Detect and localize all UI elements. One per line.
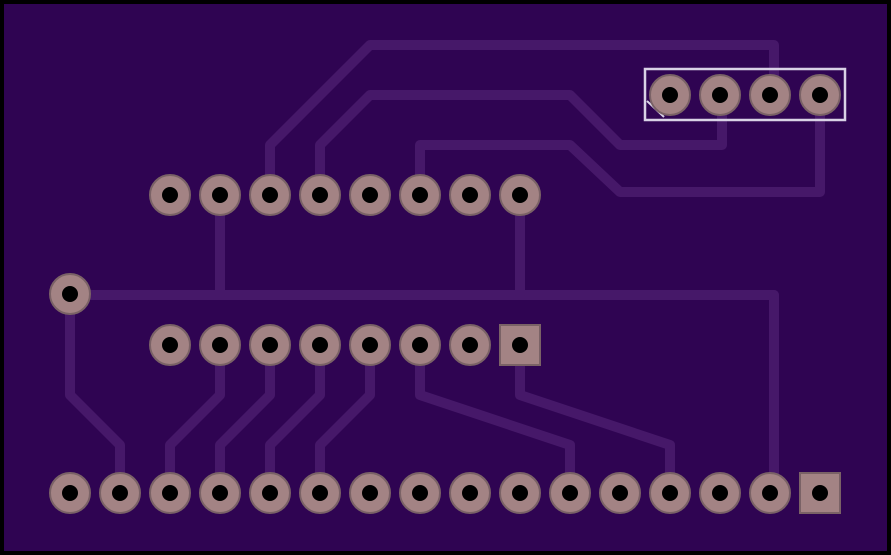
drill-hole xyxy=(662,87,678,103)
drill-hole xyxy=(412,485,428,501)
drill-hole xyxy=(162,485,178,501)
connector-4pin-pad xyxy=(749,74,791,116)
dip16-top-row-pad xyxy=(349,174,391,216)
connector-4pin-pad xyxy=(799,74,841,116)
drill-hole xyxy=(362,485,378,501)
drill-hole xyxy=(112,485,128,501)
header-16pin-pad xyxy=(99,472,141,514)
dip16-top-row-pad xyxy=(149,174,191,216)
drill-hole xyxy=(312,187,328,203)
single-pad-pad xyxy=(49,273,91,315)
drill-hole xyxy=(212,337,228,353)
trace xyxy=(415,340,575,498)
connector-4pin-pad xyxy=(699,74,741,116)
dip16-bottom-row-pad xyxy=(299,324,341,366)
dip16-top-row-pad xyxy=(499,174,541,216)
drill-hole xyxy=(712,87,728,103)
drill-hole xyxy=(62,485,78,501)
trace xyxy=(265,40,779,200)
drill-hole xyxy=(262,485,278,501)
drill-hole xyxy=(362,187,378,203)
drill-hole xyxy=(462,485,478,501)
drill-hole xyxy=(312,485,328,501)
drill-hole xyxy=(412,187,428,203)
trace xyxy=(215,340,275,498)
header-16pin-pad xyxy=(349,472,391,514)
drill-hole xyxy=(812,87,828,103)
header-16pin-pad xyxy=(399,472,441,514)
drill-hole xyxy=(512,187,528,203)
dip16-bottom-row-pad xyxy=(399,324,441,366)
drill-hole xyxy=(712,485,728,501)
drill-hole xyxy=(812,485,828,501)
header-16pin-pad xyxy=(449,472,491,514)
header-16pin-pad xyxy=(149,472,191,514)
trace xyxy=(265,340,325,498)
header-16pin-pad xyxy=(249,472,291,514)
trace xyxy=(315,340,375,498)
header-16pin-pad xyxy=(749,472,791,514)
drill-hole xyxy=(312,337,328,353)
drill-hole xyxy=(262,187,278,203)
header-16pin-pad xyxy=(199,472,241,514)
dip16-bottom-row-pad xyxy=(449,324,491,366)
connector-silkscreen-outline xyxy=(643,67,847,122)
drill-hole xyxy=(262,337,278,353)
drill-hole xyxy=(762,485,778,501)
header-16pin-pad xyxy=(549,472,591,514)
dip16-bottom-row-pad xyxy=(199,324,241,366)
dip16-bottom-row-pad xyxy=(149,324,191,366)
dip16-top-row-pad xyxy=(449,174,491,216)
dip16-top-row-pad xyxy=(249,174,291,216)
dip16-top-row-pad xyxy=(299,174,341,216)
drill-hole xyxy=(362,337,378,353)
dip16-bottom-row-pad xyxy=(349,324,391,366)
drill-hole xyxy=(62,286,78,302)
component-pads xyxy=(49,74,841,514)
dip16-top-row-pad xyxy=(199,174,241,216)
drill-hole xyxy=(512,485,528,501)
connector-4pin-pad xyxy=(649,74,691,116)
header-16pin-pad xyxy=(299,472,341,514)
drill-hole xyxy=(462,337,478,353)
drill-hole xyxy=(212,485,228,501)
header-16pin-pad xyxy=(49,472,91,514)
drill-hole xyxy=(162,187,178,203)
dip16-top-row-pad xyxy=(399,174,441,216)
drill-hole xyxy=(462,187,478,203)
drill-hole xyxy=(562,485,578,501)
trace xyxy=(65,290,125,498)
trace xyxy=(315,90,727,200)
drill-hole xyxy=(512,337,528,353)
drill-hole xyxy=(662,485,678,501)
drill-hole xyxy=(612,485,628,501)
header-16pin-pad xyxy=(499,472,541,514)
drill-hole xyxy=(412,337,428,353)
header-16pin-pad xyxy=(799,472,841,514)
drill-hole xyxy=(762,87,778,103)
trace xyxy=(165,340,225,498)
drill-hole xyxy=(212,187,228,203)
header-16pin-pad xyxy=(649,472,691,514)
header-16pin-pad xyxy=(599,472,641,514)
header-16pin-pad xyxy=(699,472,741,514)
trace xyxy=(515,340,675,498)
dip16-bottom-row-pad xyxy=(249,324,291,366)
drill-hole xyxy=(162,337,178,353)
dip16-bottom-row-pad xyxy=(499,324,541,366)
trace xyxy=(415,90,825,200)
